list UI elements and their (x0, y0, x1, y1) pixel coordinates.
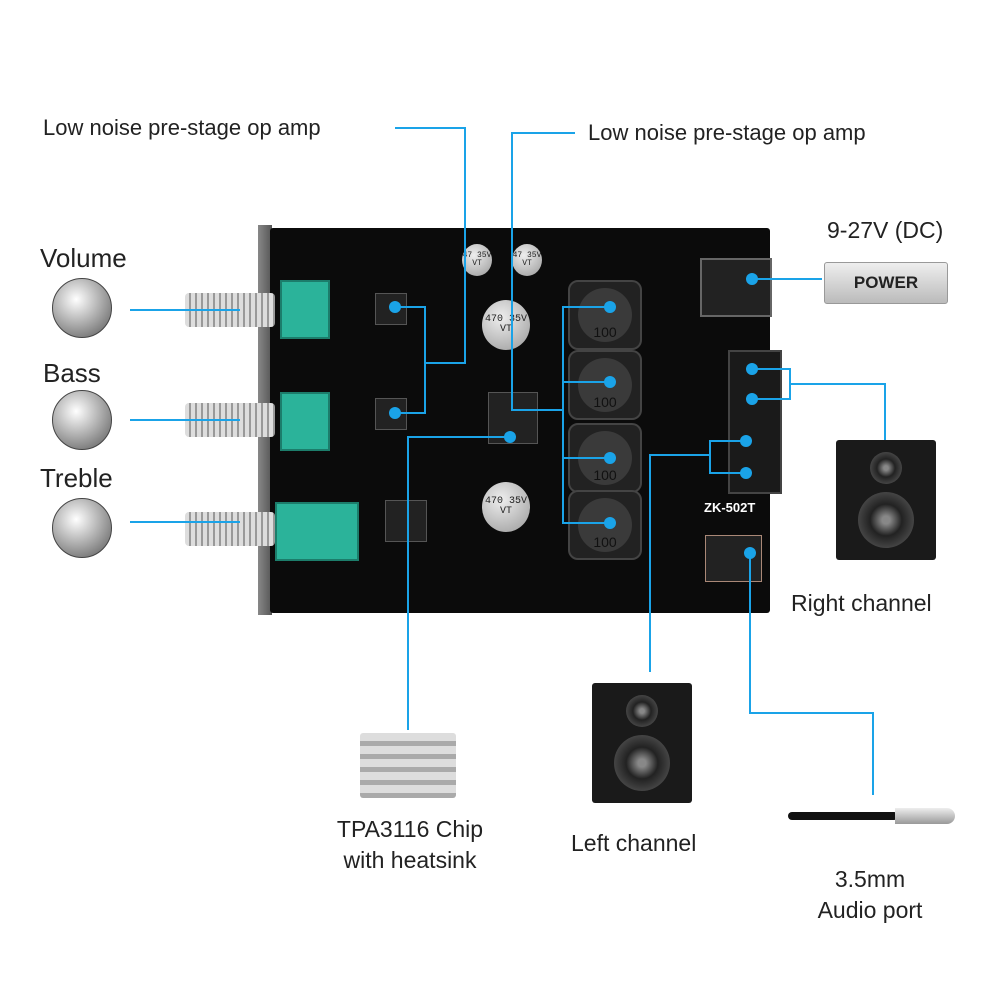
power-badge: POWER (824, 262, 948, 304)
chip-label-line1: TPA3116 Chip (336, 816, 484, 842)
audio-plug-icon (895, 808, 955, 824)
left-channel-label: Left channel (571, 830, 697, 856)
chip-label: TPA3116 Chip with heatsink (300, 814, 520, 876)
bass-potentiometer (280, 392, 330, 451)
audio-label-line2: Audio port (817, 897, 923, 923)
bass-label: Bass (43, 358, 101, 388)
treble-label: Treble (40, 463, 113, 493)
capacitor-470uf: 470 35V VT (482, 482, 530, 532)
volume-potentiometer (280, 280, 330, 339)
left-speaker-icon (592, 683, 692, 803)
power-voltage-label: 9-27V (DC) (827, 217, 944, 243)
right-speaker-icon (836, 440, 936, 560)
treble-knob[interactable] (52, 498, 112, 558)
inductor: 100 (568, 280, 642, 350)
volume-label: Volume (40, 243, 127, 273)
treble-potentiometer (275, 502, 359, 561)
inductor-value: 100 (578, 288, 632, 342)
capacitor-47uf: 47 35V VT (512, 244, 542, 276)
treble-shaft (185, 512, 275, 546)
opamp-left-label: Low noise pre-stage op amp (43, 115, 321, 140)
volume-knob[interactable] (52, 278, 112, 338)
capacitor-470uf: 470 35V VT (482, 300, 530, 350)
audio-label-line1: 3.5mm (834, 866, 906, 892)
right-channel-label: Right channel (791, 590, 932, 616)
board-model-label: ZK-502T (704, 500, 756, 515)
audio-cable-icon (788, 812, 898, 820)
inductor-value: 100 (578, 358, 632, 412)
audio-jack (705, 535, 762, 582)
opamp-right-label: Low noise pre-stage op amp (588, 120, 866, 145)
chip-label-line2: with heatsink (343, 847, 477, 873)
capacitor-47uf: 47 35V VT (462, 244, 492, 276)
dc-power-jack (700, 258, 772, 317)
heatsink-icon (360, 733, 456, 798)
bluetooth-chip (385, 500, 427, 542)
bass-knob[interactable] (52, 390, 112, 450)
